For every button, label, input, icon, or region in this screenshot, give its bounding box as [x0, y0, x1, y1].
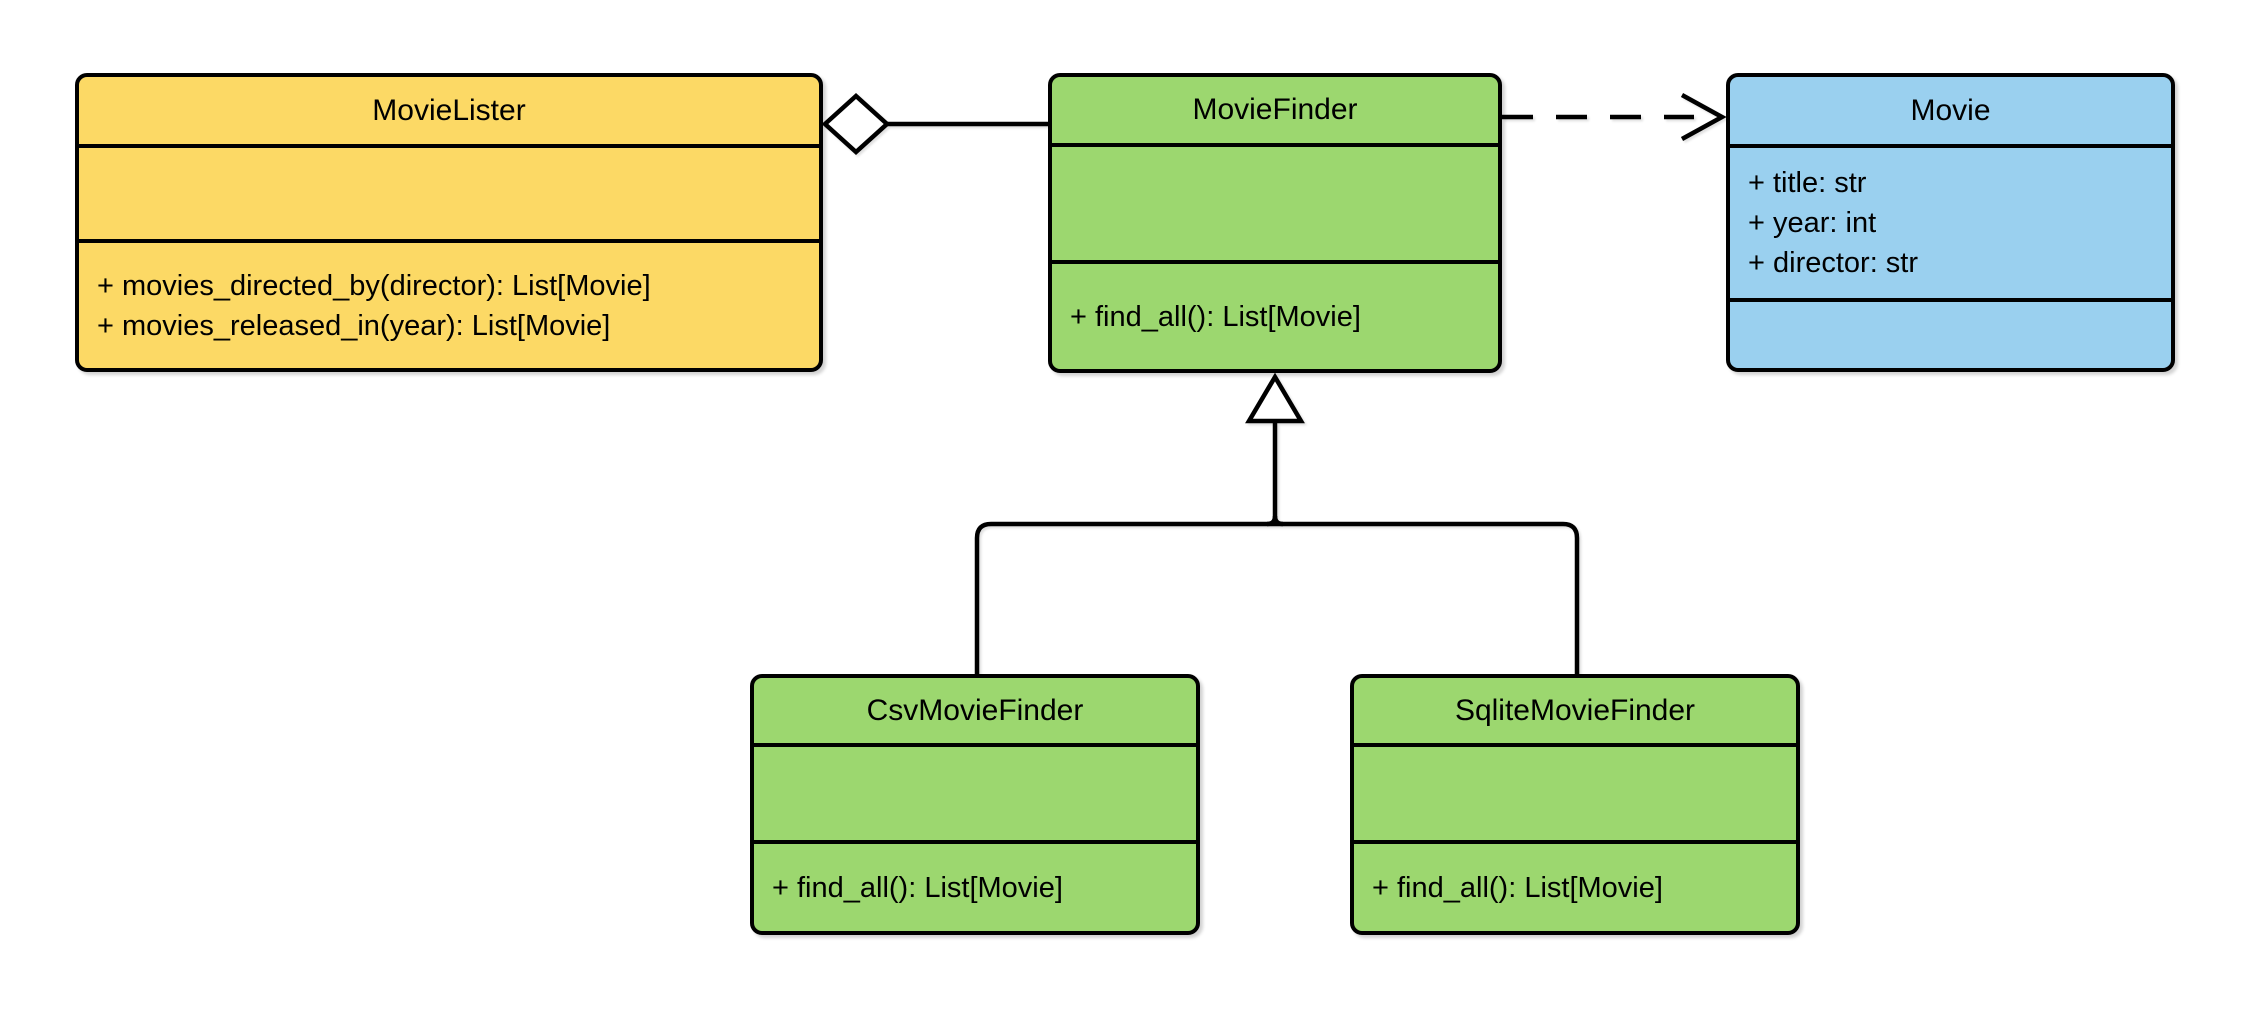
generalization-branch-lines	[974, 521, 1580, 674]
method-label: + movies_released_in(year): List[Movie]	[97, 309, 611, 342]
aggregation-diamond-icon	[821, 92, 891, 156]
method-label: + movies_directed_by(director): List[Mov…	[97, 269, 651, 302]
attributes-section-moviefinder	[1052, 147, 1498, 264]
class-box-movielister: MovieLister + movies_directed_by(directo…	[75, 73, 823, 372]
attributes-section-movielister	[79, 148, 819, 243]
methods-section-sqlitemoviefinder: + find_all(): List[Movie]	[1354, 844, 1796, 931]
methods-section-csvmoviefinder: + find_all(): List[Movie]	[754, 844, 1196, 931]
generalization-junction-fillet	[1266, 515, 1284, 527]
attribute-label: + director: str	[1748, 247, 1919, 279]
class-box-csvmoviefinder: CsvMovieFinder + find_all(): List[Movie]	[750, 674, 1200, 935]
class-title-movielister: MovieLister	[79, 77, 819, 148]
class-title-movie: Movie	[1730, 77, 2171, 148]
method-label: + find_all(): List[Movie]	[1372, 871, 1663, 904]
method-label: + find_all(): List[Movie]	[772, 871, 1063, 904]
attributes-section-csvmoviefinder	[754, 747, 1196, 844]
class-box-sqlitemoviefinder: SqliteMovieFinder + find_all(): List[Mov…	[1350, 674, 1800, 935]
method-label: + find_all(): List[Movie]	[1070, 300, 1361, 333]
generalization-edges-to-moviefinder	[974, 372, 1580, 674]
attribute-label: + year: int	[1748, 207, 1877, 239]
methods-section-movie	[1730, 302, 2171, 368]
class-box-movie: Movie + title: str + year: int + directo…	[1726, 73, 2175, 372]
dependency-open-arrow-icon	[1680, 93, 1727, 141]
generalization-triangle-icon	[1245, 372, 1305, 424]
attributes-section-sqlitemoviefinder	[1354, 747, 1796, 844]
methods-section-moviefinder: + find_all(): List[Movie]	[1052, 264, 1498, 369]
class-title-moviefinder: MovieFinder	[1052, 77, 1498, 147]
aggregation-edge-movielister-moviefinder	[821, 92, 1050, 156]
attributes-section-movie: + title: str + year: int + director: str	[1730, 148, 2171, 302]
methods-section-movielister: + movies_directed_by(director): List[Mov…	[79, 243, 819, 368]
class-title-csvmoviefinder: CsvMovieFinder	[754, 678, 1196, 747]
class-title-sqlitemoviefinder: SqliteMovieFinder	[1354, 678, 1796, 747]
attribute-label: + title: str	[1748, 167, 1867, 199]
class-box-moviefinder: MovieFinder + find_all(): List[Movie]	[1048, 73, 1502, 373]
dependency-edge-moviefinder-movie	[1502, 93, 1727, 141]
